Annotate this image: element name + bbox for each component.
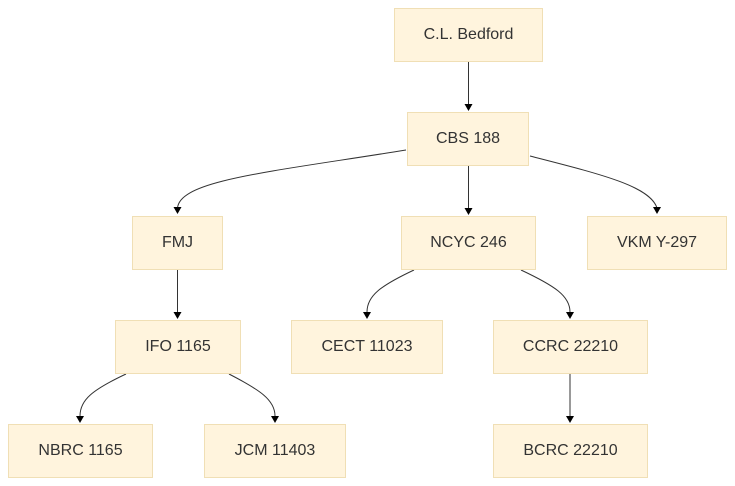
node-label: JCM 11403 xyxy=(234,442,316,459)
node-bcrc-22210: BCRC 22210 xyxy=(493,424,648,478)
node-cl-bedford: C.L. Bedford xyxy=(394,8,543,62)
arrowhead-bcrc-22210 xyxy=(566,416,574,423)
node-jcm-11403: JCM 11403 xyxy=(204,424,346,478)
node-label: CECT 11023 xyxy=(321,338,413,355)
node-vkm-y297: VKM Y-297 xyxy=(587,216,727,270)
node-label: CBS 188 xyxy=(435,130,501,147)
edge-cbs-188-to-fmj xyxy=(177,149,407,209)
arrowhead-cbs-188 xyxy=(464,104,473,111)
arrowhead-ncyc-246 xyxy=(464,208,473,215)
arrowhead-jcm-11403 xyxy=(271,416,279,423)
edge-cbs-188-to-vkm-y297 xyxy=(529,155,658,209)
node-label: VKM Y-297 xyxy=(616,234,698,251)
arrowhead-fmj xyxy=(173,207,182,214)
arrowhead-cect-11023 xyxy=(363,312,371,319)
node-label: NCYC 246 xyxy=(430,234,507,251)
edge-ncyc-246-to-cect-11023 xyxy=(366,269,415,313)
arrowhead-ifo-1165 xyxy=(173,312,182,319)
node-label: FMJ xyxy=(161,234,194,251)
edge-ncyc-246-to-ccrc-22210 xyxy=(520,269,571,313)
arrowhead-ccrc-22210 xyxy=(566,312,574,319)
arrowhead-vkm-y297 xyxy=(653,207,661,214)
edge-ifo-1165-to-nbrc-1165 xyxy=(79,373,127,417)
arrowhead-nbrc-1165 xyxy=(76,416,84,423)
node-fmj: FMJ xyxy=(132,216,223,270)
node-cbs-188: CBS 188 xyxy=(407,112,529,166)
node-nbrc-1165: NBRC 1165 xyxy=(8,424,153,478)
node-label: IFO 1165 xyxy=(145,338,211,355)
node-ncyc-246: NCYC 246 xyxy=(401,216,536,270)
node-cect-11023: CECT 11023 xyxy=(291,320,443,374)
node-label: BCRC 22210 xyxy=(523,442,618,459)
edge-ifo-1165-to-jcm-11403 xyxy=(228,373,276,417)
node-label: CCRC 22210 xyxy=(522,338,619,355)
node-ccrc-22210: CCRC 22210 xyxy=(493,320,648,374)
node-label: NBRC 1165 xyxy=(38,442,123,459)
node-label: C.L. Bedford xyxy=(423,26,514,43)
node-ifo-1165: IFO 1165 xyxy=(115,320,241,374)
